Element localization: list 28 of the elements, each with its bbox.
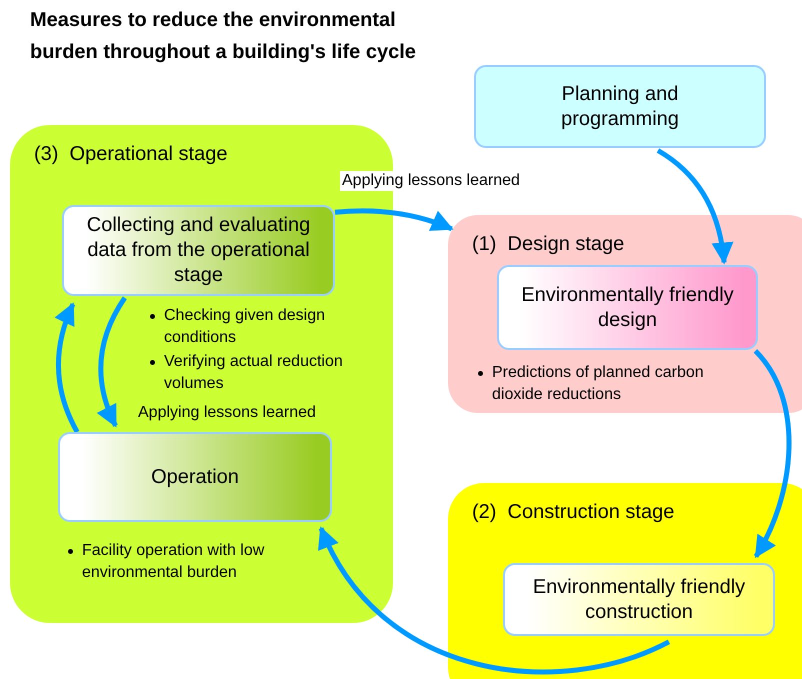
edge-label: Applying lessons learned	[340, 171, 522, 191]
box-text: Planning and programming	[560, 82, 680, 132]
flow-arrow	[753, 349, 792, 558]
stage-panel	[448, 215, 802, 413]
bullet-text: Facility operation with low environmental burden	[82, 541, 266, 583]
edge-label: Applying lessons learned	[136, 403, 318, 423]
process-box	[497, 265, 758, 350]
flow-arrow	[334, 208, 454, 232]
process-box	[58, 432, 332, 522]
box-text: Environmentally friendly construction	[532, 574, 746, 624]
flow-arrow	[54, 302, 80, 434]
bullet-text: Predictions of planned carbon dioxide reductions	[492, 363, 705, 405]
process-box	[503, 563, 775, 636]
stage-panel	[448, 483, 802, 679]
stage-heading: (3) Operational stage	[34, 143, 228, 166]
box-text: Environmentally friendly design	[520, 282, 735, 332]
bullet-text: Checking given design conditions	[164, 306, 326, 348]
stage-heading: (1) Design stage	[472, 233, 624, 256]
bullet-text: Verifying actual reduction volumes	[164, 352, 344, 394]
diagram-title: Measures to reduce the environmental burden throughout a building's life cycle	[30, 8, 417, 65]
process-box	[474, 65, 766, 148]
flow-arrow	[656, 148, 733, 264]
box-text: Collecting and evaluating data from the operational stage	[86, 213, 312, 288]
flow-arrow	[97, 296, 127, 428]
box-text: Operation	[151, 464, 239, 490]
process-box	[62, 205, 335, 296]
flow-arrow	[318, 526, 670, 674]
stage-heading: (2) Construction stage	[472, 501, 674, 524]
